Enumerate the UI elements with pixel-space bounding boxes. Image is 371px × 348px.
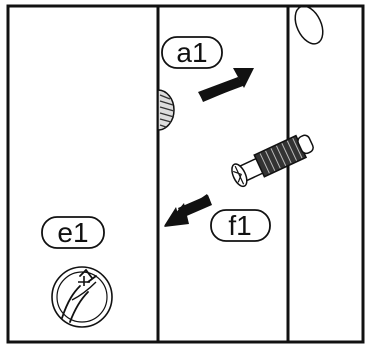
label-a1: a1 — [161, 36, 223, 69]
label-f1: f1 — [210, 209, 271, 242]
arrow-left-icon — [164, 194, 212, 227]
oval-hole-icon — [294, 5, 324, 45]
screw-head-icon — [51, 266, 113, 328]
panel-frame — [6, 4, 365, 344]
label-a1-text: a1 — [176, 37, 207, 68]
arrow-right-icon — [198, 68, 254, 102]
cam-dowel-icon — [231, 134, 314, 188]
cam-insert-icon — [157, 89, 175, 131]
outer-border — [6, 4, 365, 344]
label-e1-text: e1 — [57, 217, 88, 248]
label-f1-text: f1 — [228, 210, 251, 241]
label-e1: e1 — [41, 216, 105, 249]
